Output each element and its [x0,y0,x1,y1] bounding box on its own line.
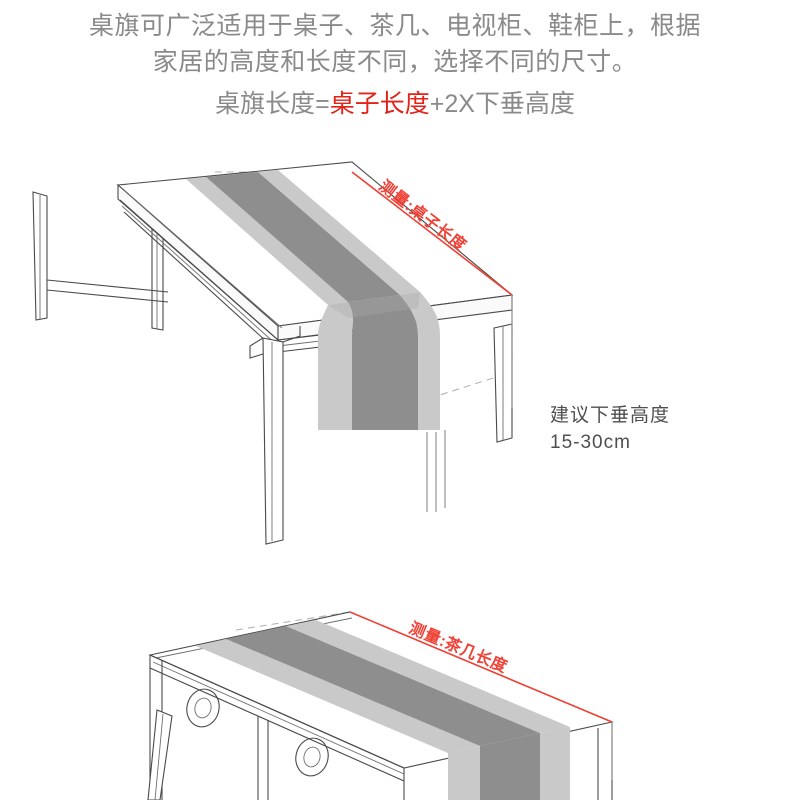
cabinet-runner-drape [448,727,570,800]
cabinet-diagram-svg: 测量:茶几长度 [147,611,614,800]
formula-prefix: 桌旗长度= [215,90,330,118]
heading-line-2: 家居的高度和长度不同，选择不同的尺寸。 [152,48,638,76]
cabinet-diagram: 测量:茶几长度 [0,580,790,800]
note-line-1: 建议下垂高度 [550,404,670,426]
table-leg-front-left [32,191,169,321]
table-diagram: 测量:桌子长度 建议下垂高度 15-30cm [0,140,790,580]
cabinet-runner [196,620,570,753]
formula-suffix: +2X下垂高度 [429,90,575,118]
cabinet-leg-left [147,709,173,800]
note-line-2: 15-30cm [550,432,631,453]
table-diagram-svg: 测量:桌子长度 建议下垂高度 15-30cm [32,161,670,545]
table-leg-front-centre [249,326,301,545]
table-leg-right [493,323,513,443]
formula-highlight: 桌子长度 [329,90,430,118]
table-runner-drape [318,292,440,430]
heading-block: 桌旗可广泛适用于桌子、茶几、电视柜、鞋柜上，根据 家居的高度和长度不同，选择不同… [0,0,790,122]
cabinet-drawers [186,688,329,800]
table-runner-top [186,170,420,305]
table-drop-note: 建议下垂高度 15-30cm [550,404,670,453]
table-leg-far-right [426,430,446,512]
formula-line: 桌旗长度=桌子长度+2X下垂高度 [0,86,790,122]
heading-line-1: 桌旗可广泛适用于桌子、茶几、电视柜、鞋柜上，根据 [88,12,701,40]
